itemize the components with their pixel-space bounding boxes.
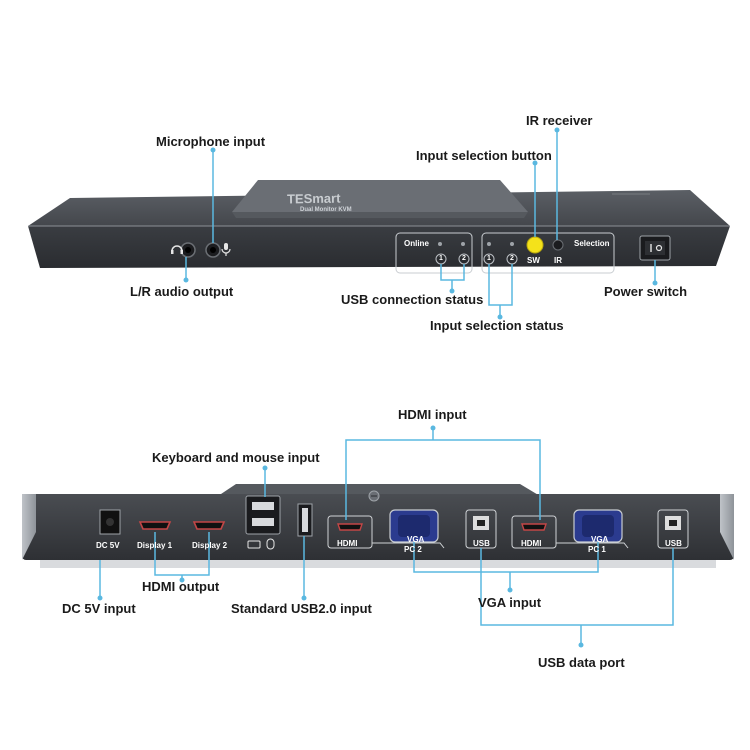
callout-microphone-input: Microphone input — [156, 134, 266, 149]
model-strip: Dual Monitor KVM — [300, 207, 352, 213]
callout-usb-data-port: USB data port — [538, 655, 625, 670]
mouse-icon — [266, 538, 275, 550]
online-label: Online — [404, 239, 429, 248]
callout-standard-usb: Standard USB2.0 input — [231, 601, 372, 616]
callout-lr-audio-output: L/R audio output — [130, 284, 234, 299]
vga-pc2-label-2: PC 2 — [404, 545, 422, 554]
rear-callout-dots — [97, 425, 584, 648]
sw-button[interactable] — [526, 236, 544, 254]
pc2-hdmi-port — [337, 523, 363, 531]
km-usb-ports — [245, 495, 281, 535]
usb-port-label-1: USB — [473, 539, 490, 548]
pc1-hdmi-port — [521, 523, 547, 531]
hdmi-port-label-2: HDMI — [521, 539, 542, 548]
brand-logo: TESmart — [286, 190, 341, 207]
ir-label: IR — [554, 256, 562, 265]
selection-label: Selection — [574, 239, 610, 248]
callout-hdmi-output: HDMI output — [142, 579, 220, 594]
keyboard-icon — [247, 540, 261, 549]
hdmi-port-label-1: HDMI — [337, 539, 358, 548]
led-num-2: 2 — [462, 255, 466, 262]
front-callout-dots — [183, 127, 658, 320]
vga-pc1-label-2: PC 1 — [588, 545, 606, 554]
front-device-face — [28, 226, 730, 268]
display1-hdmi-port — [138, 521, 172, 530]
front-device — [28, 180, 730, 274]
front-callout-lines — [185, 130, 656, 317]
ir-receiver-window — [552, 239, 564, 251]
logo-plate — [232, 180, 528, 212]
callout-dc-5v-input: DC 5V input — [62, 601, 136, 616]
led-num-3: 1 — [487, 255, 491, 262]
callout-input-selection-status: Input selection status — [430, 318, 564, 333]
display1-label: Display 1 — [137, 541, 173, 550]
led-num-1: 1 — [439, 255, 443, 262]
callout-vga-input: VGA input — [478, 595, 542, 610]
callout-usb-connection-status: USB connection status — [341, 292, 484, 307]
display2-label: Display 2 — [192, 541, 228, 550]
selection-group — [481, 232, 615, 274]
led-num-4: 2 — [510, 255, 514, 262]
vga-pc1-label-1: VGA — [591, 535, 609, 544]
headphone-icon — [171, 245, 183, 252]
vga-pc2-label-1: VGA — [407, 535, 425, 544]
microphone-icon — [221, 243, 231, 256]
dc-5v-port-label: DC 5V — [96, 541, 120, 550]
usb-port-label-2: USB — [665, 539, 682, 548]
rear-device-face — [22, 494, 734, 560]
rear-callout-lines — [99, 428, 674, 645]
callout-power-switch: Power switch — [604, 284, 688, 299]
callout-ir-receiver: IR receiver — [526, 113, 593, 128]
display2-hdmi-port — [192, 521, 226, 530]
callout-input-selection-button: Input selection button — [416, 148, 552, 163]
online-led-group — [395, 232, 473, 274]
rear-device — [22, 484, 734, 568]
callout-hdmi-input: HDMI input — [398, 407, 467, 422]
sw-label: SW — [527, 256, 540, 265]
callout-keyboard-mouse-input: Keyboard and mouse input — [152, 450, 320, 465]
